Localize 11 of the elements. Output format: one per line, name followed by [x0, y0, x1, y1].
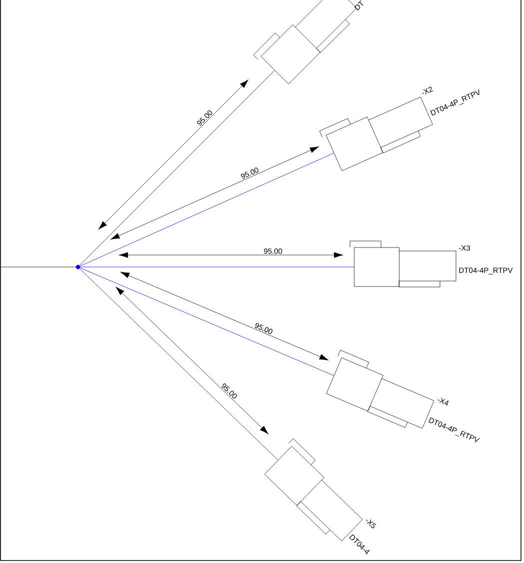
wire — [79, 268, 278, 460]
dimension-arrow — [120, 272, 329, 360]
dimension-arrow — [116, 286, 269, 434]
dimension-arrow — [118, 252, 344, 258]
junction-point — [76, 264, 80, 270]
wire — [80, 266, 354, 268]
wire — [80, 152, 334, 266]
dimension-arrow — [98, 79, 249, 230]
wire — [79, 70, 275, 266]
dimension-arrow — [110, 146, 320, 240]
wire — [80, 268, 334, 376]
